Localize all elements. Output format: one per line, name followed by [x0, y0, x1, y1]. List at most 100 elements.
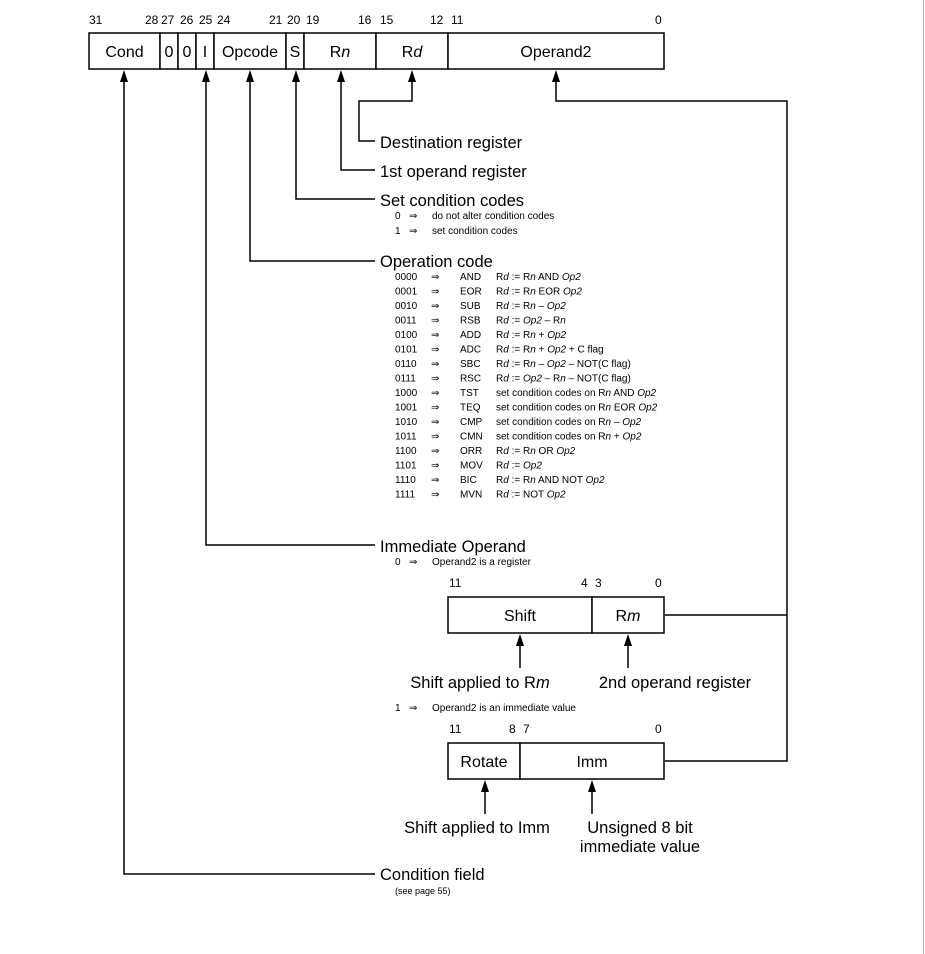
rd-arrowhead — [408, 70, 416, 82]
bit-number: 16 — [358, 13, 372, 27]
opcode-connector — [249, 80, 375, 262]
destination-register-label: Destination register — [380, 134, 523, 152]
shift-applied-to-imm-label: Shift applied to Imm — [404, 819, 550, 837]
field-cond-label: Cond — [105, 44, 143, 61]
rm-arrowhead — [624, 634, 632, 646]
s-arrowhead — [292, 70, 300, 82]
bit-number: 15 — [380, 13, 394, 27]
field-s-label: S — [290, 44, 301, 61]
bit-number: 8 — [509, 722, 516, 736]
bit-number: 11 — [449, 722, 462, 736]
set-condition-codes-list: 0⇒do not alter condition codes 1⇒set con… — [395, 211, 554, 237]
field-opcode-box — [213, 32, 287, 70]
bit-number: 11 — [449, 576, 462, 590]
immediate-operand-format: 11 8 7 0 Rotate Imm Shift applied to Imm… — [404, 722, 700, 856]
rn-connector — [340, 80, 375, 171]
rotate-field-label: Rotate — [460, 754, 507, 771]
bit-number: 0 — [655, 576, 662, 590]
field-rd-box — [375, 32, 449, 70]
bit-number: 20 — [287, 13, 301, 27]
second-operand-register-label: 2nd operand register — [599, 674, 752, 692]
annotation-labels: Destination register 1st operand registe… — [380, 134, 658, 896]
main-bit-numbers: 31 28 27 26 25 24 21 20 19 16 15 12 11 0 — [89, 13, 662, 27]
shift-applied-label: Shift applied to Rm — [410, 674, 549, 692]
bit-number: 3 — [595, 576, 602, 590]
immediate-operand-title: Immediate Operand — [380, 538, 526, 556]
bit-number: 27 — [161, 13, 175, 27]
condition-field-note: (see page 55) — [395, 886, 451, 896]
field-bit26-label: 0 — [183, 44, 192, 61]
register-case-note: 0⇒Operand2 is a register — [395, 557, 532, 568]
field-rd-label: Rd — [402, 44, 424, 61]
imm-field-label: Imm — [576, 754, 607, 771]
cond-connector — [123, 80, 375, 875]
register-operand-format: 11 4 3 0 Shift Rm Shift applied to Rm 2n… — [410, 576, 751, 692]
page-right-border — [923, 0, 924, 954]
field-cond-box — [88, 32, 161, 70]
rotate-arrowhead — [481, 780, 489, 792]
bit-number: 28 — [145, 13, 159, 27]
field-i-label: I — [203, 44, 207, 61]
field-operand2-box — [447, 32, 665, 70]
bit-number: 26 — [180, 13, 194, 27]
bit-number: 19 — [306, 13, 320, 27]
bit-number: 0 — [655, 722, 662, 736]
opcode-arrowhead — [246, 70, 254, 82]
immediate-case-note: 1⇒Operand2 is an immediate value — [395, 703, 576, 714]
field-operand2-label: Operand2 — [520, 44, 591, 61]
immediate-value-label: immediate value — [580, 838, 700, 856]
shift-arrowhead — [516, 634, 524, 646]
condition-field-title: Condition field — [380, 866, 485, 884]
imm-arrowhead — [588, 780, 596, 792]
bit-number: 12 — [430, 13, 444, 27]
shift-field-label: Shift — [504, 608, 537, 625]
first-operand-register-label: 1st operand register — [380, 163, 527, 181]
bit-number: 7 — [523, 722, 530, 736]
operation-code-title: Operation code — [380, 253, 493, 271]
condition-code-row: 1⇒set condition codes — [395, 226, 518, 237]
rm-field-label: Rm — [616, 608, 641, 625]
bit-number: 11 — [451, 13, 464, 27]
field-bit27-label: 0 — [165, 44, 174, 61]
field-opcode-label: Opcode — [222, 44, 278, 61]
set-condition-codes-title: Set condition codes — [380, 192, 524, 210]
bit-number: 24 — [217, 13, 231, 27]
bit-number: 4 — [581, 576, 588, 590]
connector-lines — [120, 70, 788, 875]
unsigned-8bit-label: Unsigned 8 bit — [587, 819, 693, 837]
i-connector — [205, 80, 375, 546]
cond-arrowhead — [120, 70, 128, 82]
rotate-field-box — [447, 742, 521, 780]
field-rn-label: Rn — [330, 44, 351, 61]
condition-code-row: 0⇒do not alter condition codes — [395, 211, 554, 222]
bit-number: 0 — [655, 13, 662, 27]
bit-number: 21 — [269, 13, 283, 27]
main-instruction-format: Cond 0 0 I Opcode S Rn Rd Operand2 — [88, 32, 665, 70]
i-arrowhead — [202, 70, 210, 82]
imm-field-box — [519, 742, 665, 780]
field-rn-box — [303, 32, 377, 70]
rd-connector — [358, 80, 413, 142]
rm-field-box — [591, 596, 665, 634]
bit-number: 25 — [199, 13, 213, 27]
rn-arrowhead — [337, 70, 345, 82]
s-connector — [295, 80, 375, 200]
operand2-connector — [555, 80, 788, 762]
